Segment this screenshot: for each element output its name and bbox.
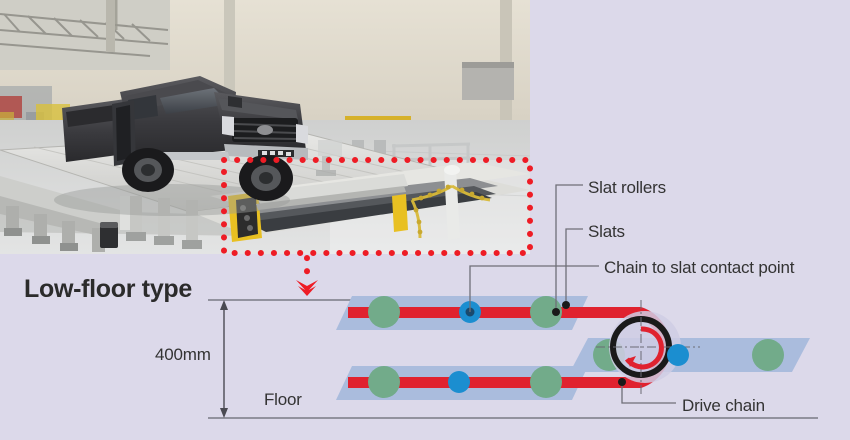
leader-endpoint-dots	[552, 301, 626, 386]
lower-conveyor-assembly	[336, 366, 636, 400]
slat-roller	[752, 339, 784, 371]
right-slat-assembly	[570, 338, 810, 372]
slat-roller	[368, 296, 400, 328]
rotation-arrow	[624, 326, 664, 370]
label-slats: Slats	[588, 222, 625, 241]
label-drive-chain: Drive chain	[682, 396, 765, 415]
chain-to-slat-contact-point	[667, 344, 689, 366]
label-chain-to-slat-contact-point: Chain to slat contact point	[604, 258, 795, 277]
red-dotted-callout-box	[221, 157, 533, 296]
chain-to-slat-contact-point	[448, 371, 470, 393]
upper-conveyor-assembly	[336, 296, 630, 330]
label-floor: Floor	[264, 390, 302, 409]
slat-roller	[530, 366, 562, 398]
drive-chain-lower	[348, 377, 636, 388]
label-slat-rollers: Slat rollers	[588, 178, 666, 197]
dimension-value-label: 400mm	[155, 345, 211, 364]
factory-conveyor-photo	[0, 0, 530, 254]
leader-lines	[469, 184, 676, 404]
rotation-arrowhead	[627, 356, 636, 367]
drive-chain-upper	[348, 307, 630, 318]
slat-roller	[368, 366, 400, 398]
dimension-arrow-400mm	[220, 300, 228, 418]
slat-roller	[530, 296, 562, 328]
page-title: Low-floor type	[24, 275, 193, 303]
